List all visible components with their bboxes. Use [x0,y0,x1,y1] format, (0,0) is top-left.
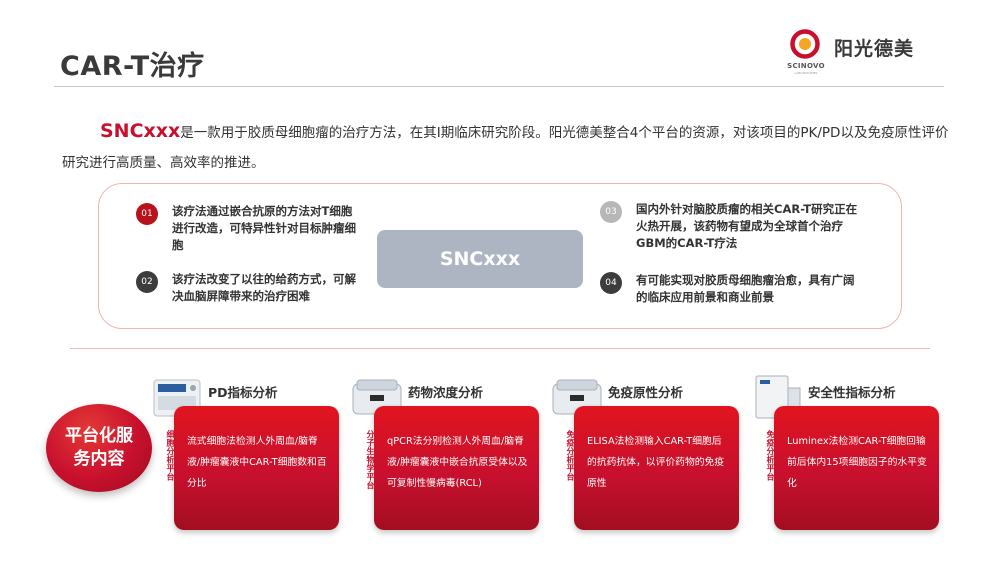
point-text: 该疗法改变了以往的给药方式，可解决血脑屏障带来的治疗困难 [172,272,356,303]
point-text: 国内外针对脑胶质瘤的相关CAR-T研究正在火热开展，该药物有望成为全球首个治疗G… [636,202,858,250]
page-title: CAR-T治疗 [60,51,205,82]
intro-paragraph: SNCxxx是一款用于胶质母细胞瘤的治疗方法，在其I期临床研究阶段。阳光德美整合… [62,116,952,178]
card-platform-label: 细胞分析平台 [166,430,175,481]
service-card-safety: 安全性指标分析 Luminex法检测CAR-T细胞回输前后体内15项细胞因子的水… [748,367,943,532]
feature-point-2: 02 该疗法改变了以往的给药方式，可解决血脑屏障带来的治疗困难 [136,271,361,305]
card-title: PD指标分析 [208,385,278,400]
card-platform-label: 免疫分析平台 [566,430,575,481]
point-text: 该疗法通过嵌合抗原的方法对T细胞进行改造，可特异性针对目标肿瘤细胞 [172,204,356,252]
point-text: 有可能实现对胶质母细胞瘤治愈，具有广阔的临床应用前景和商业前景 [636,273,855,304]
card-body: qPCR法分别检测人外周血/脑脊液/肿瘤囊液中嵌合抗原受体以及可复制性慢病毒(R… [374,406,539,530]
features-panel [98,183,902,329]
intro-highlight: SNCxxx [100,120,181,142]
card-body: ELISA法检测输入CAR-T细胞后的抗药抗体，以评价药物的免疫原性 [574,406,739,530]
intro-text: 是一款用于胶质母细胞瘤的治疗方法，在其I期临床研究阶段。阳光德美整合4个平台的资… [62,125,949,171]
point-number: 01 [136,203,158,225]
product-name-box: SNCxxx [377,230,583,288]
card-body: 流式细胞法检测人外周血/脑脊液/肿瘤囊液中CAR-T细胞数和百分比 [174,406,339,530]
service-card-immunogenicity: 免疫原性分析 ELISA法检测输入CAR-T细胞后的抗药抗体，以评价药物的免疫原… [548,367,743,532]
point-number: 02 [136,271,158,293]
point-number: 03 [600,201,622,223]
feature-point-4: 04 有可能实现对胶质母细胞瘤治愈，具有广阔的临床应用前景和商业前景 [600,272,865,306]
service-card-pd: PD指标分析 流式细胞法检测人外周血/脑脊液/肿瘤囊液中CAR-T细胞数和百分比… [148,367,343,532]
badge-label: 平台化服务内容 [65,426,133,469]
card-title: 药物浓度分析 [408,385,484,400]
feature-point-1: 01 该疗法通过嵌合抗原的方法对T细胞进行改造，可特异性针对目标肿瘤细胞 [136,203,361,254]
title-divider [54,86,944,87]
card-platform-label: 分子生物学平台 [366,430,375,490]
feature-point-3: 03 国内外针对脑胶质瘤的相关CAR-T研究正在火热开展，该药物有望成为全球首个… [600,201,865,252]
sun-logo-icon [790,29,820,59]
point-number: 04 [600,272,622,294]
logo-subtitle: SCINOVO [787,62,825,70]
platform-services-badge: 平台化服务内容 [46,404,152,492]
logo-subtitle-small: LABORATORIES [794,71,818,75]
company-logo: SCINOVO LABORATORIES 阳光德美 [782,26,952,76]
logo-text: 阳光德美 [834,38,915,60]
card-title: 免疫原性分析 [608,385,684,400]
service-card-drug-concentration: 药物浓度分析 qPCR法分别检测人外周血/脑脊液/肿瘤囊液中嵌合抗原受体以及可复… [348,367,543,532]
card-platform-label: 免疫分析平台 [766,430,775,481]
card-body: Luminex法检测CAR-T细胞回输前后体内15项细胞因子的水平变化 [774,406,939,530]
card-title: 安全性指标分析 [808,385,896,400]
section-divider [70,348,930,349]
